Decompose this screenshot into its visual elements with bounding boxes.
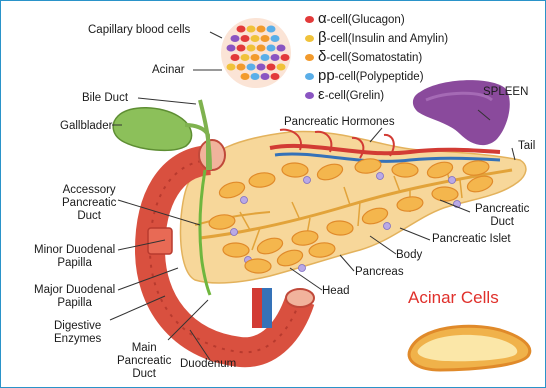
label-capillary-blood-cells: Capillary blood cells [88, 24, 190, 37]
beta-cell-dot-icon [305, 35, 314, 42]
legend-symbol: α [318, 10, 327, 27]
label-acinar: Acinar [152, 64, 185, 77]
cell-dot [227, 45, 236, 52]
cell-dot [257, 26, 266, 33]
label-digestive-enzymes: Digestive Enzymes [54, 320, 101, 346]
cell-dot [247, 64, 256, 71]
legend-text: -cell(Somatostatin) [326, 52, 422, 64]
legend-symbol: β [318, 29, 327, 46]
pancreatic-islet [384, 223, 391, 230]
cell-dot [251, 54, 260, 61]
label-line: Pancreatic [117, 355, 171, 368]
label-line: Pancreatic [475, 203, 529, 216]
pancreatic-islet [241, 197, 248, 204]
cell-dot [231, 54, 240, 61]
label-line: Digestive [54, 320, 101, 333]
alpha-cell-dot-icon [305, 16, 314, 23]
pancreatic-islet [449, 177, 456, 184]
cell-dot [267, 26, 276, 33]
label-line: Accessory [62, 184, 116, 197]
cell-dot [227, 64, 236, 71]
label-tail: Tail [518, 140, 535, 153]
acinar-cells-icon [409, 326, 530, 370]
cell-dot [277, 45, 286, 52]
label-spleen: SPLEEN [483, 86, 528, 99]
cell-dot [251, 73, 260, 80]
pp-cell-dot-icon [305, 73, 314, 80]
acinar-cluster-icon [221, 18, 291, 88]
label-gallbladder: Gallblader [60, 120, 112, 133]
cell-dot [237, 45, 246, 52]
cell-dot [271, 73, 280, 80]
cell-dot [257, 64, 266, 71]
islet-lobule [223, 243, 249, 258]
cell-dot [261, 73, 270, 80]
islet-lobule [282, 163, 308, 178]
label-line: Papilla [34, 297, 115, 310]
label-line: Main [117, 342, 171, 355]
label-line: Major Duodenal [34, 284, 115, 297]
legend-item: ε-cell(Grelin) [305, 86, 384, 103]
label-line: Pancreatic [62, 197, 116, 210]
cell-dot [247, 45, 256, 52]
legend-text: -cell(Polypeptide) [335, 71, 424, 83]
legend-symbol: ε [318, 86, 325, 103]
cell-dot [241, 35, 250, 42]
cell-dot [241, 73, 250, 80]
cell-dot [257, 45, 266, 52]
legend-item: β-cell(Insulin and Amylin) [305, 29, 448, 46]
label-minor-duodenal-papilla: Minor Duodenal Papilla [34, 244, 115, 270]
label-pancreatic-hormones: Pancreatic Hormones [284, 116, 395, 129]
label-main-pancreatic-duct: Main Pancreatic Duct [117, 342, 171, 381]
cell-dot [267, 45, 276, 52]
cell-dot [261, 35, 270, 42]
label-line: Duct [117, 368, 171, 381]
cell-dot [237, 26, 246, 33]
cell-dot [271, 35, 280, 42]
cell-dot [251, 35, 260, 42]
islet-lobule [327, 221, 353, 236]
pancreatic-islet [231, 229, 238, 236]
acinar-cells-title: Acinar Cells [408, 288, 499, 308]
legend-item: δ-cell(Somatostatin) [305, 48, 422, 65]
label-line: Duct [62, 210, 116, 223]
label-pancreatic-duct: Pancreatic Duct [475, 203, 529, 229]
legend-item: pp-cell(Polypeptide) [305, 67, 424, 84]
legend-text: -cell(Insulin and Amylin) [327, 33, 448, 45]
islet-lobule [392, 163, 418, 178]
label-line: Enzymes [54, 333, 101, 346]
legend-text: -cell(Glucagon) [327, 14, 405, 26]
label-bile-duct: Bile Duct [82, 92, 128, 105]
delta-cell-dot-icon [305, 54, 314, 61]
cell-dot [247, 26, 256, 33]
label-duodenum: Duodenum [180, 358, 236, 371]
label-line: Minor Duodenal [34, 244, 115, 257]
cell-dot [277, 64, 286, 71]
label-major-duodenal-papilla: Major Duodenal Papilla [34, 284, 115, 310]
pancreatic-islet [304, 177, 311, 184]
cell-dot [281, 54, 290, 61]
legend-item: α-cell(Glucagon) [305, 10, 405, 27]
islet-lobule [432, 187, 458, 202]
pancreatic-islet [299, 265, 306, 272]
cell-dot [241, 54, 250, 61]
legend-symbol: pp [318, 67, 335, 84]
label-line: Papilla [34, 257, 115, 270]
legend-text: -cell(Grelin) [325, 90, 384, 102]
cell-dot [231, 35, 240, 42]
cell-dot [271, 54, 280, 61]
islet-lobule [245, 259, 271, 274]
pancreatic-islet [377, 173, 384, 180]
label-body: Body [396, 249, 422, 262]
label-accessory-pancreatic-duct: Accessory Pancreatic Duct [62, 184, 116, 223]
label-head: Head [322, 285, 350, 298]
label-pancreatic-islet: Pancreatic Islet [432, 233, 511, 246]
cell-dot [237, 64, 246, 71]
label-line: Duct [475, 216, 529, 229]
label-pancreas: Pancreas [355, 266, 404, 279]
cell-dot [261, 54, 270, 61]
cell-dot [267, 64, 276, 71]
epsilon-cell-dot-icon [305, 92, 314, 99]
